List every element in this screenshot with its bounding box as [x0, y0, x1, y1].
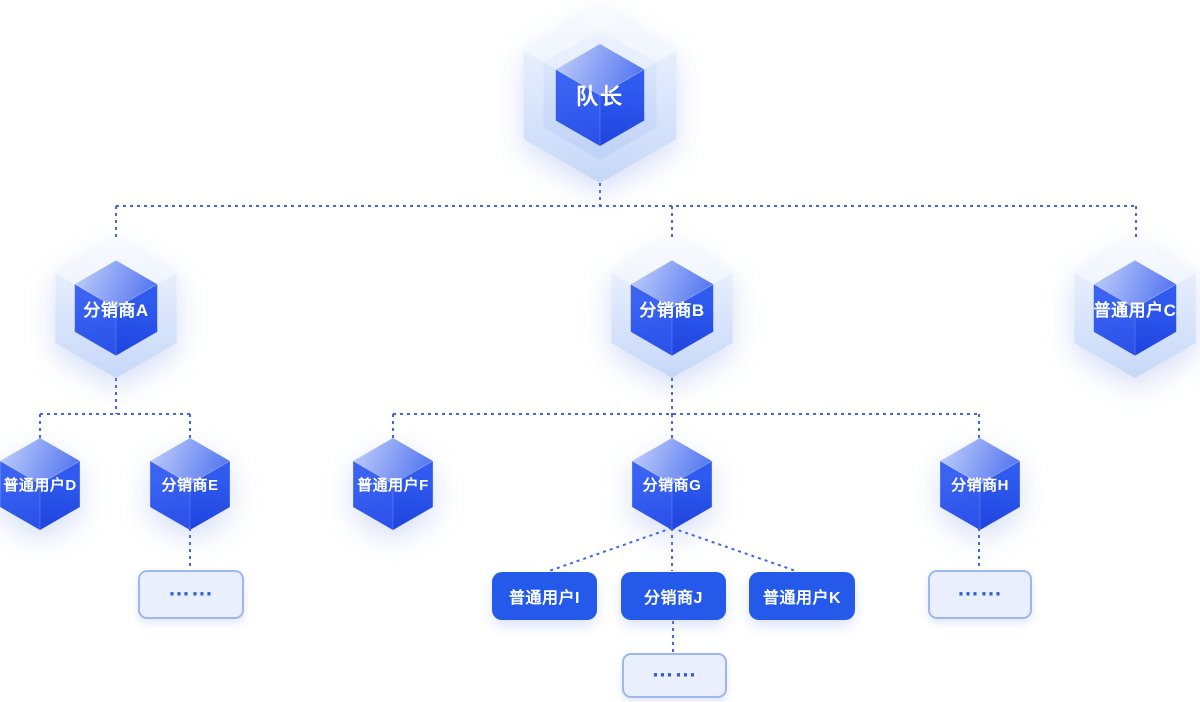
node-label: 普通用户I — [509, 590, 580, 607]
node-distributor-b: 分销商B — [602, 238, 742, 378]
node-label: 分销商J — [644, 590, 703, 607]
connector-edges — [39, 183, 1137, 652]
ellipsis-label: …… — [168, 574, 214, 600]
ellipsis-label: …… — [651, 655, 698, 681]
node-distributor-j: 分销商J — [621, 572, 726, 620]
node-regular-user-c: 普通用户C — [1065, 238, 1200, 378]
node-regular-user-d: 普通用户D — [0, 438, 86, 530]
node-distributor-e: 分销商E — [144, 438, 236, 530]
placeholder-h-children: …… — [928, 570, 1032, 619]
hexagon-cube-icon — [631, 438, 713, 530]
placeholder-e-children: …… — [138, 570, 244, 619]
node-regular-user-i: 普通用户I — [492, 572, 597, 620]
ellipsis-label: …… — [957, 574, 1003, 600]
node-distributor-h: 分销商H — [934, 438, 1026, 530]
node-team-leader: 队长 — [512, 7, 688, 183]
hexagon-cube-icon — [1074, 238, 1196, 378]
node-label: 普通用户K — [762, 590, 842, 607]
node-regular-user-k: 普通用户K — [749, 572, 855, 620]
node-regular-user-f: 普通用户F — [347, 438, 439, 530]
hexagon-cube-icon — [55, 238, 177, 378]
hexagon-cube-icon — [611, 238, 733, 378]
hexagon-cube-icon — [939, 438, 1021, 530]
hexagon-cube-icon — [149, 438, 231, 530]
hexagon-cube-icon — [0, 438, 81, 530]
hexagon-cube-icon — [352, 438, 434, 530]
node-distributor-g: 分销商G — [626, 438, 718, 530]
hexagon-cube-icon — [523, 7, 677, 183]
placeholder-j-children: …… — [622, 653, 727, 698]
node-distributor-a: 分销商A — [46, 238, 186, 378]
